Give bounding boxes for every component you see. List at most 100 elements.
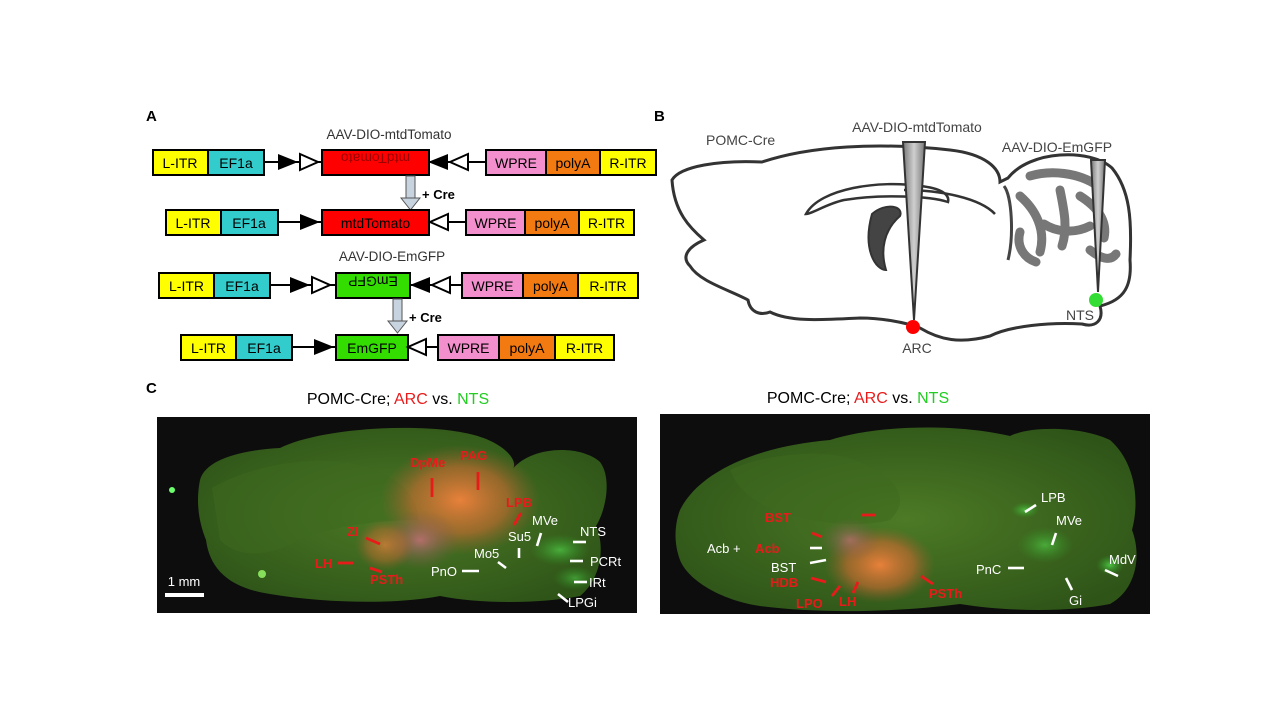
litr-box: [158, 272, 215, 299]
region-label-gi: Gi: [1069, 593, 1082, 608]
lox2272-open-icon: [299, 152, 321, 172]
vector1-title: AAV-DIO-mtdTomato: [326, 127, 451, 142]
emgfp-label: EmGFP: [347, 340, 397, 356]
emgfp-box: [335, 334, 409, 361]
polya-label: polyA: [555, 155, 591, 171]
wpre-label: WPRE: [472, 278, 514, 294]
mouse-line-label: POMC-Cre: [706, 132, 775, 148]
nts-injection-site: [1089, 293, 1103, 307]
litr-label: L-ITR: [191, 340, 226, 356]
panel-label-c: C: [146, 380, 157, 397]
lox2272-open-icon: [311, 275, 333, 295]
ritr-label: R-ITR: [589, 278, 626, 294]
arc-label: ARC: [902, 340, 932, 356]
region-label-lpgi: LPGi: [568, 595, 597, 610]
title-nts: NTS: [457, 391, 489, 408]
wpre-label: WPRE: [495, 155, 537, 171]
polya-box: [522, 272, 579, 299]
vector2-title: AAV-DIO-EmGFP: [339, 249, 445, 264]
scale-bar-label: 1 mm: [168, 574, 201, 589]
litr-box: [152, 149, 209, 176]
lox2272-open-icon: [405, 337, 427, 357]
construct-row-tomato-flipped: L-ITR EF1a mtdTomato WPRE polyA R-ITR: [165, 209, 635, 236]
region-label-lh: LH: [839, 594, 856, 609]
region-label-lpb: LPB: [1041, 490, 1066, 505]
loxp-filled-icon: [410, 277, 430, 293]
emgfp-inverted-label: EmGFP: [348, 273, 398, 289]
construct-row-emgfp-flipped: L-ITR EF1a EmGFP WPRE polyA R-ITR: [180, 334, 615, 361]
construct-row-tomato-dio: L-ITR EF1a mtdTomato WPRE polyA R-ITR: [152, 149, 657, 176]
panel-b-brain-schematic: POMC-Cre AAV-DIO-mtdTomato AAV-DIO-EmGFP…: [670, 119, 1133, 356]
tomato-inverted-box: [321, 149, 430, 176]
wpre-box: [465, 209, 526, 236]
title-vs: vs.: [888, 390, 917, 407]
polya-label: polyA: [509, 340, 545, 356]
lox2272-open-icon: [429, 275, 451, 295]
loxp-filled-icon: [300, 214, 320, 230]
panel-label-b: B: [654, 108, 665, 125]
gfp-injection-label: AAV-DIO-EmGFP: [1002, 139, 1112, 155]
loxp-filled-icon: [314, 339, 334, 355]
tomato-label: mtdTomato: [341, 215, 410, 231]
tomato-injection-label: AAV-DIO-mtdTomato: [852, 119, 982, 135]
cre-label-1: + Cre: [422, 187, 455, 202]
construct-row-emgfp-dio: L-ITR EF1a EmGFP WPRE polyA R-ITR: [158, 272, 639, 299]
panel-label-a: A: [146, 108, 157, 125]
cre-arrow-1: + Cre: [399, 175, 455, 211]
lox2272-open-icon: [427, 212, 449, 232]
polya-label: polyA: [534, 215, 570, 231]
region-label-su5: Su5: [508, 529, 531, 544]
title-nts: NTS: [917, 390, 949, 407]
region-label-mve: MVe: [1056, 513, 1082, 528]
ritr-label: R-ITR: [566, 340, 603, 356]
title-arc: ARC: [854, 390, 888, 407]
region-label-acb-plus: Acb +: [707, 541, 741, 556]
polya-box: [524, 209, 580, 236]
region-label-lh: LH: [315, 556, 332, 571]
region-label-acb: Acb: [755, 541, 780, 556]
region-label-irt: IRt: [589, 575, 606, 590]
title-arc: ARC: [394, 391, 428, 408]
region-label-lpb: LPB: [506, 495, 532, 510]
region-label-psth: PSTh: [370, 572, 403, 587]
loxp-filled-icon: [428, 154, 448, 170]
hippocampus: [867, 205, 902, 272]
region-label-pno: PnO: [431, 564, 457, 579]
tomato-inverted-label: mtdTomato: [341, 150, 410, 166]
gfp-injection-needle: [1089, 159, 1107, 293]
ritr-box: [599, 149, 657, 176]
region-label-hdb: HDB: [770, 575, 798, 590]
title-prefix: POMC-Cre;: [767, 390, 854, 407]
title-prefix: POMC-Cre;: [307, 391, 394, 408]
ef1a-label: EF1a: [247, 340, 281, 356]
left-brain-section: 1 mm DpMe PAG LPB ZI LH PSTh MVe Su5 NTS…: [157, 417, 637, 613]
ef1a-label: EF1a: [225, 278, 259, 294]
ritr-label: R-ITR: [588, 215, 625, 231]
lox2272-open-icon: [447, 152, 469, 172]
wpre-box: [437, 334, 500, 361]
panel-a-vector-diagram: AAV-DIO-mtdTomato L-ITR EF1a mtdTomato W…: [152, 127, 657, 361]
region-label-mo5: Mo5: [474, 546, 499, 561]
polya-box: [498, 334, 556, 361]
wpre-label: WPRE: [448, 340, 490, 356]
polya-label: polyA: [533, 278, 569, 294]
arc-injection-site: [906, 320, 920, 334]
right-brain-section: BST Acb HDB LPO LH PSTh LPB MVe Acb + BS…: [660, 414, 1150, 614]
region-label-pcrt: PCRt: [590, 554, 621, 569]
cre-label-2: + Cre: [409, 310, 442, 325]
litr-label: L-ITR: [176, 215, 211, 231]
region-label-bst: BST: [765, 510, 791, 525]
region-label-dpme: DpMe: [410, 455, 445, 470]
region-label-pnc: PnC: [976, 562, 1001, 577]
nts-label: NTS: [1066, 307, 1094, 323]
ef1a-box: [220, 209, 279, 236]
cre-arrow-2: + Cre: [386, 298, 442, 334]
wpre-box: [485, 149, 547, 176]
ritr-box: [577, 272, 639, 299]
litr-label: L-ITR: [169, 278, 204, 294]
litr-box: [165, 209, 222, 236]
tomato-injection-needle: [901, 141, 927, 321]
loxp-filled-icon: [290, 277, 310, 293]
ritr-label: R-ITR: [609, 155, 646, 171]
